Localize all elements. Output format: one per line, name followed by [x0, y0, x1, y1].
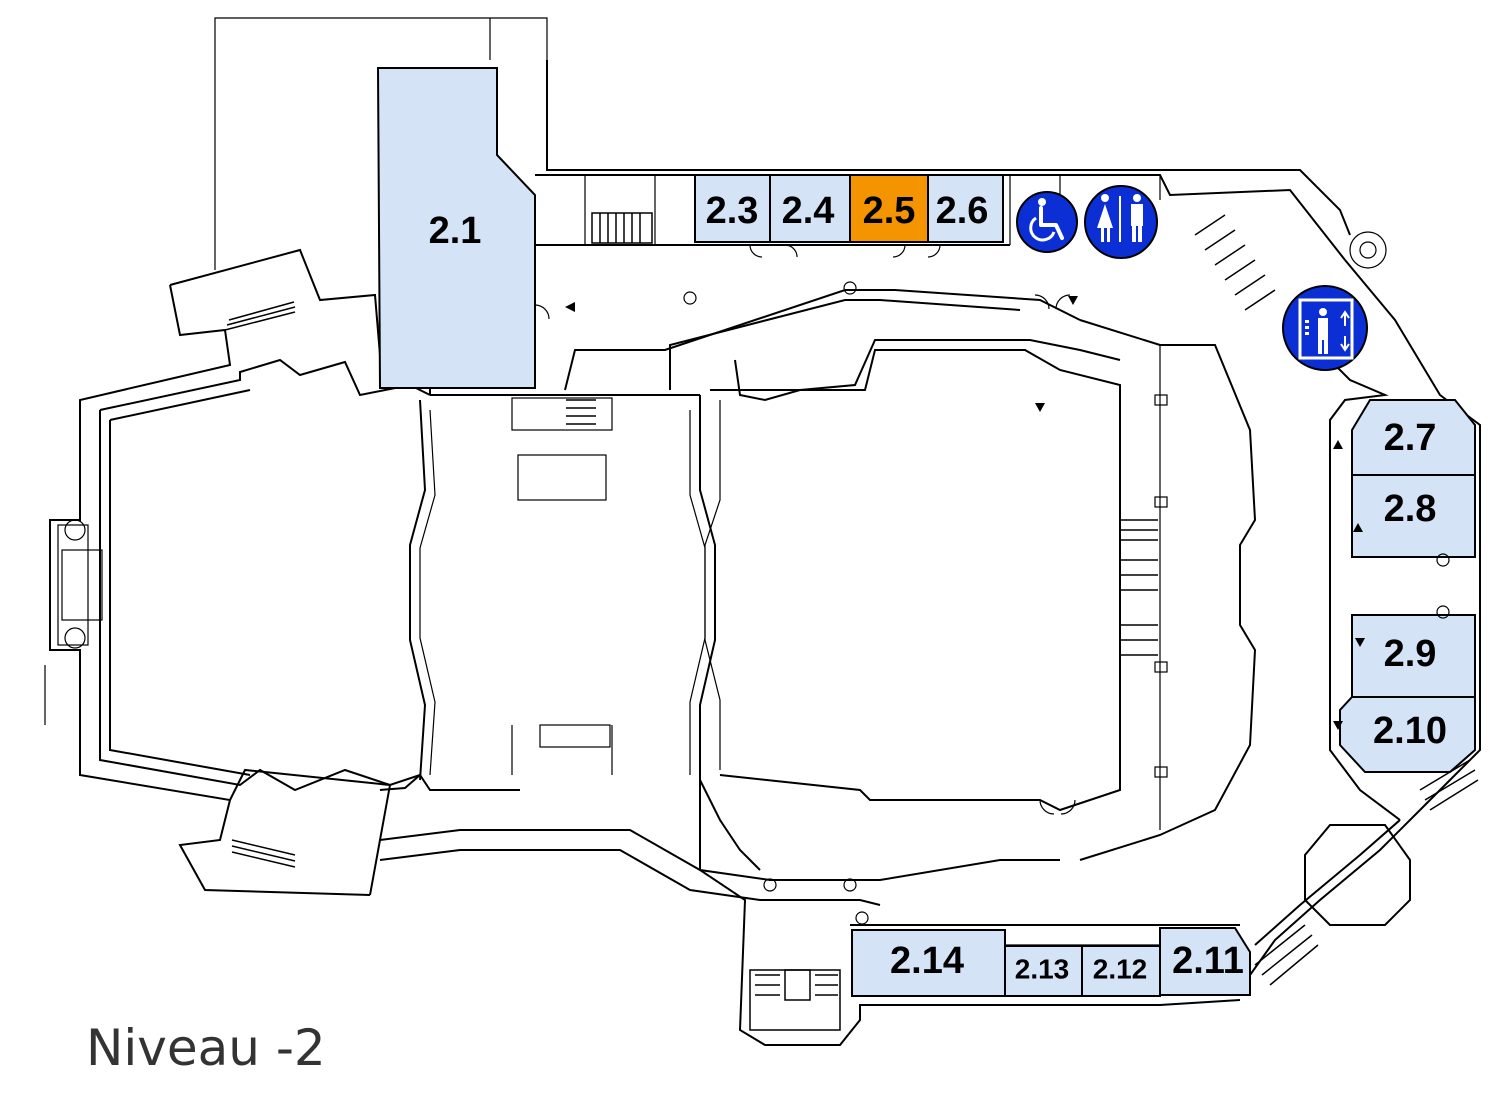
room-2-10[interactable]: 2.10 — [1339, 696, 1476, 773]
arrow-icon — [1333, 440, 1343, 449]
room-2-14[interactable]: 2.14 — [851, 929, 1006, 997]
room-label: 2.11 — [1172, 940, 1244, 982]
door-swings — [534, 244, 1450, 815]
arrow-icon — [1355, 638, 1365, 647]
room-2-3[interactable]: 2.3 — [694, 174, 771, 243]
room-label: 2.4 — [782, 190, 835, 232]
rooms: 2.1 2.3 2.4 2.5 2.6 2.7 2.8 2.9 — [376, 67, 1476, 997]
room-label: 2.9 — [1384, 633, 1437, 675]
room-label: 2.7 — [1384, 417, 1437, 459]
room-2-8[interactable]: 2.8 — [1351, 474, 1476, 558]
stairs-bottom-left — [231, 839, 296, 868]
room-label: 2.6 — [936, 190, 989, 232]
room-label: 2.12 — [1093, 953, 1148, 984]
room-2-5[interactable]: 2.5 — [849, 174, 929, 243]
stairs-lower-right — [1254, 759, 1479, 986]
direction-arrows — [565, 296, 1365, 730]
room-2-7[interactable]: 2.7 — [1351, 399, 1476, 476]
arrow-icon — [1068, 296, 1078, 305]
spiral-stair — [1349, 231, 1387, 269]
room-2-12[interactable]: 2.12 — [1081, 945, 1161, 997]
room-2-4[interactable]: 2.4 — [769, 174, 851, 243]
room-2-9[interactable]: 2.9 — [1351, 614, 1476, 698]
room-label: 2.13 — [1015, 953, 1070, 984]
room-label: 2.10 — [1373, 710, 1447, 752]
room-2-1[interactable]: 2.1 — [376, 67, 536, 389]
room-label: 2.14 — [890, 940, 964, 982]
level-title: Niveau -2 — [86, 1019, 326, 1077]
room-label: 2.3 — [706, 190, 759, 232]
restroom-icon — [1084, 185, 1158, 259]
room-2-6[interactable]: 2.6 — [927, 174, 1004, 243]
arrow-icon — [565, 302, 575, 312]
arrow-icon — [1035, 403, 1045, 412]
stairs-top-corridor — [566, 212, 653, 425]
stairs-top-left — [224, 301, 296, 331]
room-label: 2.5 — [863, 190, 916, 232]
room-2-13[interactable]: 2.13 — [1004, 945, 1083, 997]
building-walls — [44, 17, 1481, 1046]
room-label: 2.8 — [1384, 488, 1437, 530]
stairs-hall-right — [1120, 519, 1158, 656]
room-2-11[interactable]: 2.11 — [1159, 927, 1251, 996]
elevator-icon — [1282, 285, 1368, 371]
wheelchair-icon — [1016, 191, 1078, 253]
room-label: 2.1 — [429, 210, 482, 252]
arrow-icon — [1333, 721, 1343, 730]
stairs-bottom — [749, 969, 841, 1031]
arrow-icon — [1353, 523, 1363, 532]
stairs-diagonal — [1194, 214, 1276, 311]
